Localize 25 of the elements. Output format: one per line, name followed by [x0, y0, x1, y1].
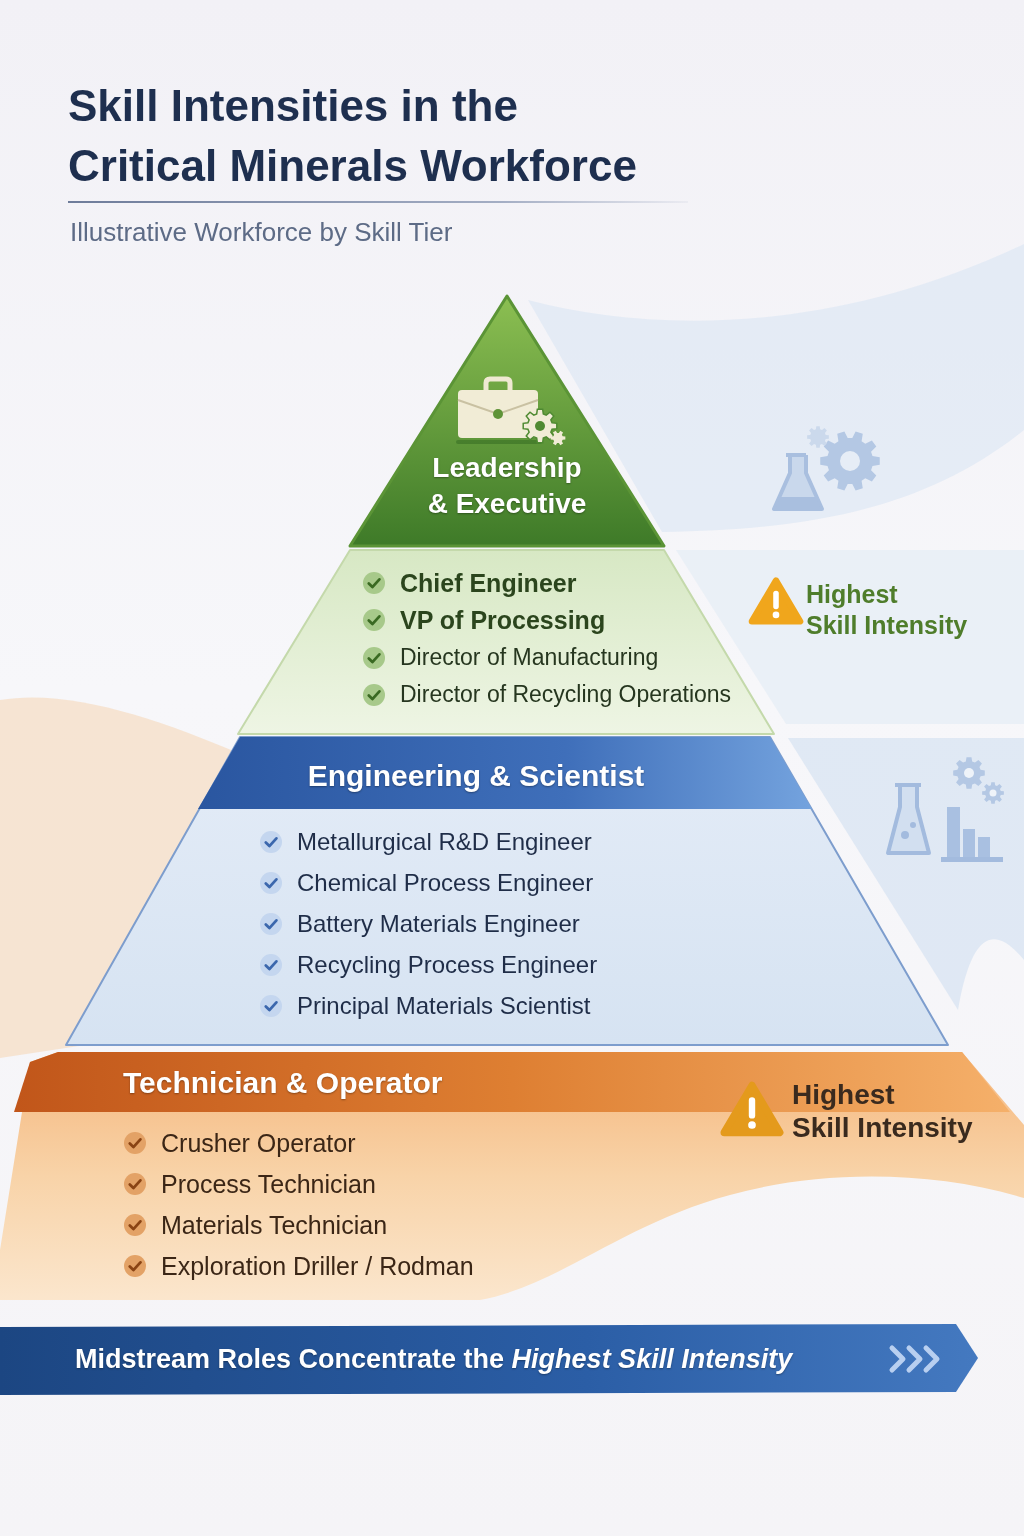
banner-arrow: [0, 1323, 980, 1395]
subtitle: Illustrative Workforce by Skill Tier: [70, 217, 453, 247]
list-item-text: Process Technician: [161, 1169, 376, 1199]
list-item-text: Chemical Process Engineer: [297, 869, 594, 897]
list-item-text: Exploration Driller / Rodman: [161, 1251, 474, 1281]
callout-text: Highest Skill Intensity: [792, 1078, 974, 1144]
list-item-text: Chief Engineer: [400, 568, 577, 598]
tier-heading: Leadership & Executive: [426, 451, 588, 521]
tier-heading: Technician & Operator: [123, 1065, 443, 1101]
list-item-text: VP of Processing: [400, 605, 606, 635]
list-item-text: Director of Manufacturing: [400, 644, 659, 672]
pyramid-tier: [236, 548, 776, 736]
list-item-text: Metallurgical R&D Engineer: [297, 828, 592, 856]
list-item-text: Crusher Operator: [161, 1128, 356, 1158]
title: Skill Intensities in the Critical Minerals Workforce: [68, 80, 638, 192]
list-item-text: Materials Technician: [161, 1210, 388, 1240]
list-item-text: Recycling Process Engineer: [297, 951, 598, 979]
pyramid-apex: [346, 292, 668, 550]
tier-heading: Engineering & Scientist: [307, 758, 645, 794]
banner-text: Midstream Roles Concentrate the Highest Skill Intensity: [75, 1343, 793, 1376]
pyramid-tier: [0, 1050, 1024, 1302]
list-item-text: Battery Materials Engineer: [297, 910, 580, 938]
callout-text: Highest Skill Intensity: [806, 579, 969, 641]
list-item-text: Director of Recycling Operations: [400, 681, 732, 709]
list-item-text: Principal Materials Scientist: [297, 992, 591, 1020]
